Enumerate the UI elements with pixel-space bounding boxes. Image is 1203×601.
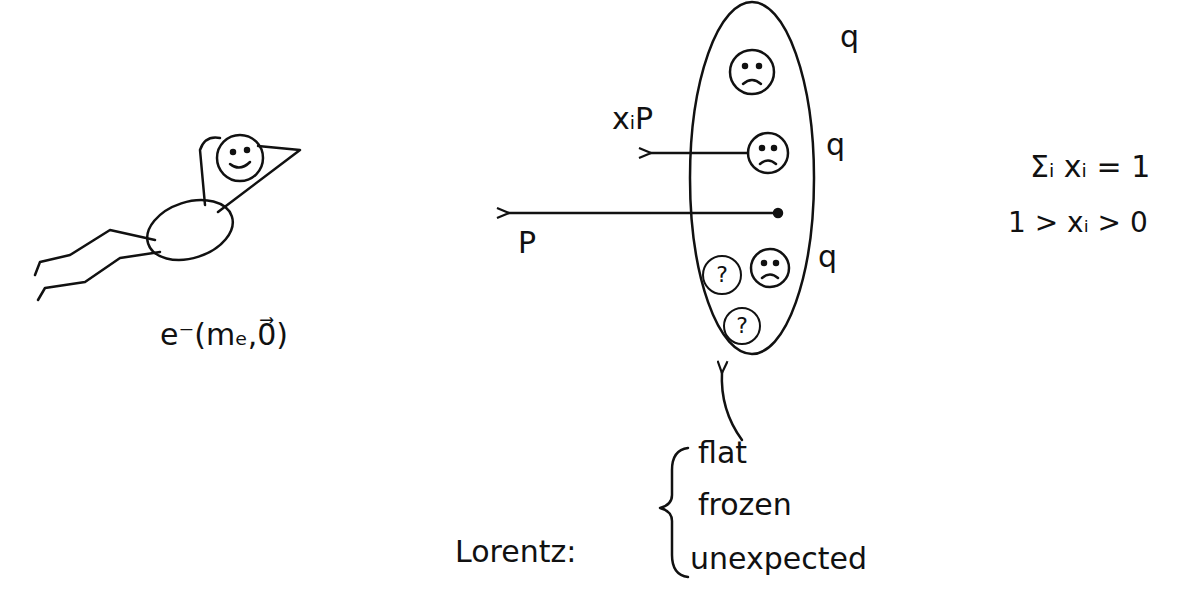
unknown-parton-circle: ? — [723, 307, 761, 345]
property-label: flat — [698, 436, 747, 469]
momentum-label: xᵢP — [612, 102, 653, 135]
property-label: unexpected — [690, 542, 867, 575]
unknown-parton-circle: ? — [702, 255, 742, 295]
brace — [660, 448, 688, 577]
heading-label: Lorentz: — [455, 535, 576, 568]
electron-figure — [35, 135, 300, 300]
node-text: ? — [736, 315, 748, 337]
charge-label: q — [818, 240, 837, 273]
range-equation: 1 > xᵢ > 0 — [1008, 208, 1148, 239]
electron-label: e⁻(mₑ,0⃗) — [160, 318, 288, 351]
node-text: ? — [716, 264, 728, 286]
proton — [508, 2, 814, 354]
momentum-label: P — [518, 226, 536, 259]
sum-equation: Σᵢ xᵢ = 1 — [1030, 150, 1150, 183]
charge-label: q — [826, 128, 845, 161]
charge-label: q — [840, 20, 859, 53]
pointer-arrow — [722, 372, 742, 440]
property-label: frozen — [698, 488, 792, 521]
